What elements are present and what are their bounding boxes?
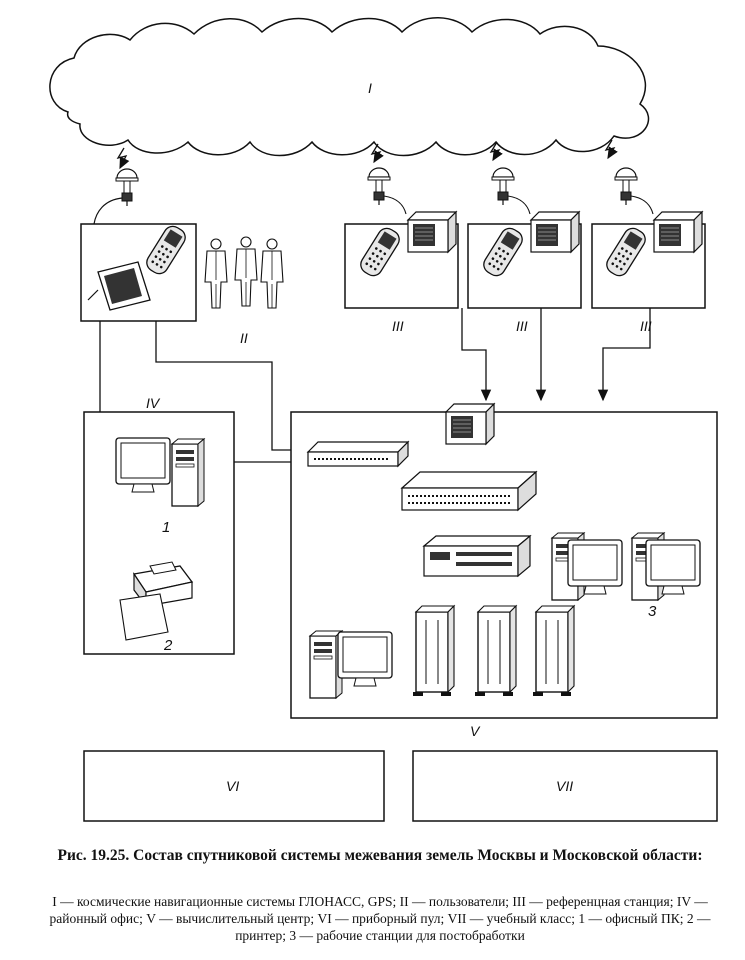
satellite-cloud [49, 17, 650, 157]
user-receiver [115, 168, 139, 207]
label-pc: 1 [162, 519, 170, 536]
instrument-pool-box [83, 750, 385, 822]
rack-server [422, 534, 532, 578]
gnss-server-box [445, 403, 495, 445]
office-printer [119, 561, 194, 641]
label-center: V [470, 723, 481, 739]
reference-station-3 [591, 167, 706, 309]
rack-switch [400, 470, 538, 512]
label-ref2: III [516, 318, 528, 334]
reference-station-2 [467, 167, 582, 309]
label-ref1: III [392, 318, 404, 334]
field-tablet [87, 261, 151, 311]
reference-station-1 [344, 167, 459, 309]
satellite-system-diagram: I II III III [49, 17, 718, 822]
label-cloud: I [368, 80, 372, 96]
center-tower-1 [412, 605, 455, 697]
label-printer: 2 [163, 637, 173, 654]
label-panel: VI [226, 778, 239, 794]
center-tower-2 [474, 605, 517, 697]
center-tower-3 [532, 605, 575, 697]
label-office: IV [146, 395, 161, 411]
signal-links [116, 139, 618, 170]
label-classroom: VII [556, 778, 573, 794]
network-switch [306, 440, 410, 468]
figure-legend: I — космические навигационные системы ГЛ… [49, 894, 711, 943]
classroom-box [412, 750, 718, 822]
label-users: II [240, 330, 248, 346]
users-people [204, 236, 284, 309]
figure-caption: Рис. 19.25. Состав спутниковой системы м… [57, 847, 703, 864]
label-workstations: 3 [648, 603, 657, 620]
label-ref3: III [640, 318, 652, 334]
